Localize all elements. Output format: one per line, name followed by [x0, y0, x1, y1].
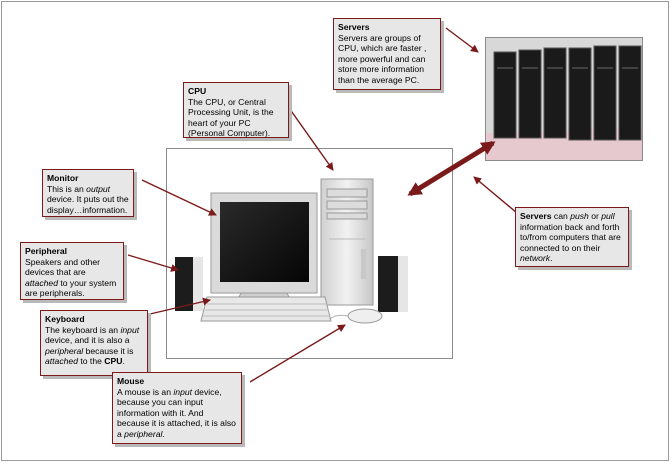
servers-photo: [485, 37, 643, 161]
pc-photo: [166, 148, 453, 359]
mouse-em-peripheral: peripheral: [124, 428, 163, 439]
keyboard-text-1: The keyboard is an: [45, 324, 121, 335]
cpu-text: The CPU, or Central Processing Unit, is …: [188, 96, 274, 139]
keyboard-title: Keyboard: [45, 314, 85, 324]
pc-illustration: [175, 178, 408, 324]
peripheral-em-attached: attached: [25, 277, 58, 288]
keyboard-text-3: because it is: [83, 345, 134, 356]
arrow-keyboard: [149, 297, 211, 315]
keyboard-callout: Keyboard The keyboard is an input device…: [40, 310, 148, 376]
keyboard-text-2: device, and it is also a: [45, 335, 130, 345]
network-em-pull: pull: [601, 211, 615, 221]
keyboard: [200, 296, 332, 322]
arrow-servers: [445, 27, 479, 53]
peripheral-text-1: Speakers and other devices that are: [25, 256, 101, 278]
arrow-monitor: [141, 179, 217, 216]
network-text-2: or: [588, 211, 602, 221]
mouse-text-3: .: [162, 428, 165, 439]
monitor-callout: Monitor This is an output device. It put…: [42, 169, 134, 217]
keyboard-bold-cpu: CPU: [104, 356, 123, 366]
peripheral-callout: Peripheral Speakers and other devices th…: [20, 242, 124, 300]
servers-callout: Servers Servers are groups of CPU, which…: [333, 18, 441, 90]
server-racks: [486, 38, 642, 160]
cpu-tower: [320, 178, 374, 306]
network-em-push: push: [570, 211, 589, 221]
cpu-title: CPU: [188, 86, 207, 96]
arrow-peripheral: [127, 254, 179, 272]
peripheral-title: Peripheral: [25, 246, 68, 256]
arrow-bidirectional: [407, 140, 496, 197]
mouse-em-input: input: [173, 386, 193, 397]
mouse-text-2: device, because you can input informatio…: [117, 386, 236, 439]
arrow-cpu: [281, 97, 334, 171]
servers-title: Servers: [338, 22, 370, 32]
servers-text: Servers are groups of CPU, which are fas…: [338, 32, 427, 85]
network-bold-servers: Servers: [520, 211, 552, 221]
keyboard-em-input: input: [120, 324, 140, 335]
network-em-network: network: [520, 253, 551, 263]
mouse-title: Mouse: [117, 376, 145, 386]
monitor-text-2: device. It puts out the display…informat…: [47, 194, 129, 215]
network-text-3: information back and forth to/from compu…: [520, 221, 621, 253]
cpu-callout: CPU The CPU, or Central Processing Unit,…: [183, 82, 289, 138]
mouse-callout: Mouse A mouse is an input device, becaus…: [112, 372, 242, 444]
mouse-text-1: A mouse is an: [117, 386, 174, 397]
peripheral-text-2: to your system are peripherals.: [25, 277, 117, 299]
keyboard-text-5: .: [122, 356, 125, 366]
speakers: [175, 256, 408, 312]
monitor-em-output: output: [86, 183, 111, 194]
network-text-4: .: [550, 253, 553, 263]
keyboard-em-attached: attached: [45, 356, 78, 366]
network-text-1: can: [551, 211, 571, 221]
arrow-network: [473, 176, 518, 214]
keyboard-text-4: to the: [77, 356, 105, 366]
servers-network-callout: Servers can push or pull information bac…: [515, 207, 629, 267]
keyboard-em-peripheral: peripheral: [45, 345, 84, 356]
monitor-title: Monitor: [47, 173, 79, 183]
monitor-text-1: This is an: [47, 183, 87, 194]
arrow-mouse: [249, 324, 346, 383]
